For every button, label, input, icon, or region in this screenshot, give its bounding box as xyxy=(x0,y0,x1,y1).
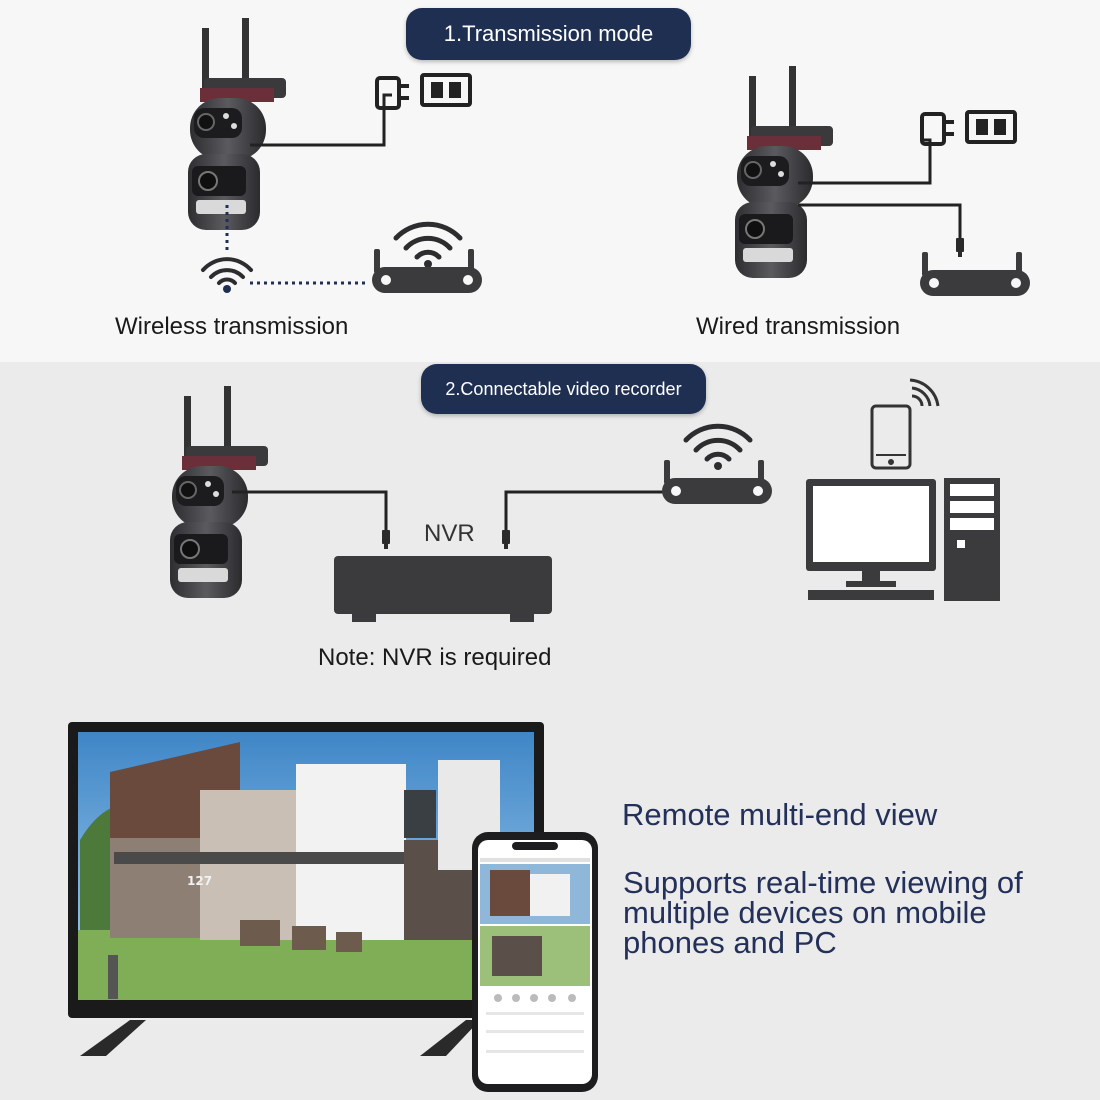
wired-camera-icon xyxy=(734,65,834,279)
router-icon xyxy=(920,252,1030,296)
wall-socket-icon xyxy=(965,110,1017,144)
nvr-to-router-cable xyxy=(504,490,666,530)
power-cable xyxy=(250,93,392,147)
wall-socket-icon xyxy=(420,73,472,107)
desktop-pc-icon xyxy=(806,478,1000,601)
smartphone-app-icon xyxy=(472,832,598,1092)
wireless-transmission-label: Wireless transmission xyxy=(115,313,349,340)
video-recorder-title: 2.Connectable video recorder xyxy=(421,364,706,414)
nvr-note: Note: NVR is required xyxy=(318,644,552,671)
smartphone-icon xyxy=(870,378,940,470)
transmission-mode-title: 1.Transmission mode xyxy=(406,8,691,60)
remote-view-description: Supports real-time viewing of multiple d… xyxy=(623,865,1023,960)
ethernet-cable xyxy=(798,203,962,238)
wireless-camera-icon xyxy=(187,17,287,231)
power-adapter-icon xyxy=(375,76,411,110)
wired-power-cable xyxy=(798,138,932,185)
wired-transmission-label: Wired transmission xyxy=(696,313,901,340)
ethernet-plug-icon xyxy=(502,530,510,549)
ethernet-plug-icon xyxy=(956,238,964,257)
remote-view-heading: Remote multi-end view xyxy=(622,797,938,832)
wifi-icon xyxy=(201,257,253,293)
nvr-icon xyxy=(334,556,552,622)
house-number: 127 xyxy=(187,874,212,888)
router-icon xyxy=(372,224,482,293)
transmission-section-background xyxy=(0,0,1100,362)
ethernet-plug-icon xyxy=(382,530,390,549)
camera-to-nvr-cable xyxy=(232,490,388,530)
nvr-label: NVR xyxy=(424,520,475,547)
router-icon xyxy=(662,426,772,504)
tv-screen-scene: 127 xyxy=(78,732,534,1000)
